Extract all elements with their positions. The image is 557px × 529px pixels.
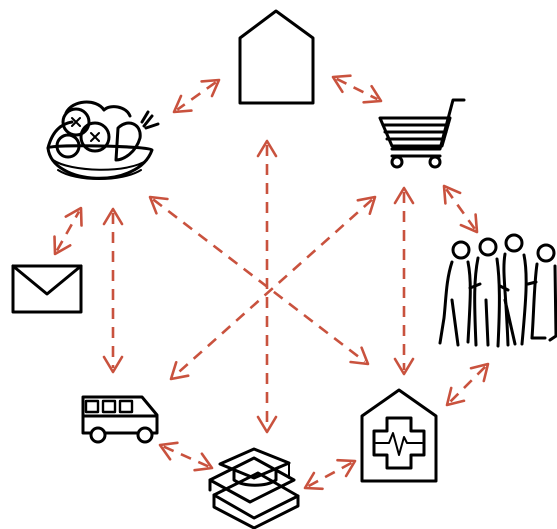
arrow-home-food [172, 78, 221, 114]
arrow-shopping-transport [169, 195, 377, 381]
arrow-shopping-people [442, 184, 479, 234]
shopping-cart-icon [378, 98, 466, 169]
books-graduation-cap-icon [208, 447, 300, 529]
arrow-people-health [445, 362, 490, 407]
group-of-people-icon [438, 233, 557, 348]
house-icon [238, 9, 315, 105]
arrow-mail-food [53, 206, 83, 256]
arrow-food-transport [102, 207, 124, 374]
arrow-health-education [303, 458, 357, 491]
bus-icon [81, 395, 159, 444]
arrow-home-shopping [331, 74, 383, 104]
envelope-icon [11, 264, 83, 314]
arrow-shopping-health [393, 186, 415, 376]
arrow-education-transport [158, 441, 214, 472]
food-bowl-icon [46, 100, 160, 180]
health-clinic-icon [360, 388, 438, 483]
arrow-food-health [148, 195, 370, 366]
